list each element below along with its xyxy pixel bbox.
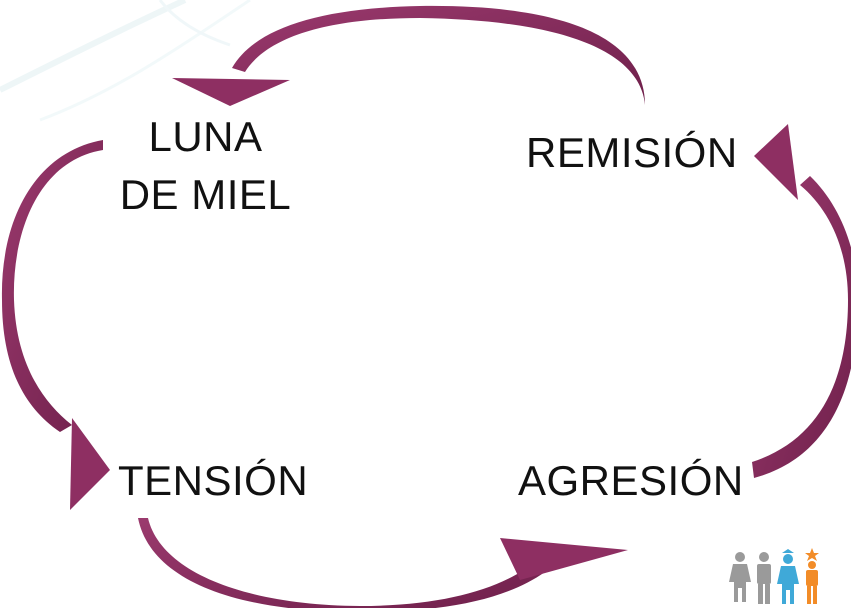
person-figure-2 [757,552,771,604]
people-logo-icon [729,548,819,604]
arrow-agresion-to-remision [752,124,851,478]
person-figure-1 [729,552,751,602]
arrow-tension-to-agresion [138,518,628,608]
arrow-luna-to-tension [1,140,110,510]
stage-agresion: AGRESIÓN [518,457,744,504]
stage-luna-line2: DE MIEL [119,171,292,218]
stage-luna-de-miel: LUNA DE MIEL [118,108,293,224]
stage-remision: REMISIÓN [526,129,738,176]
person-figure-4 [805,548,819,604]
background-swoosh [0,0,251,122]
stage-tension: TENSIÓN [118,457,309,504]
person-figure-3 [777,549,799,604]
stage-luna-line1: LUNA [148,113,263,160]
arrow-remision-to-luna [172,5,645,106]
